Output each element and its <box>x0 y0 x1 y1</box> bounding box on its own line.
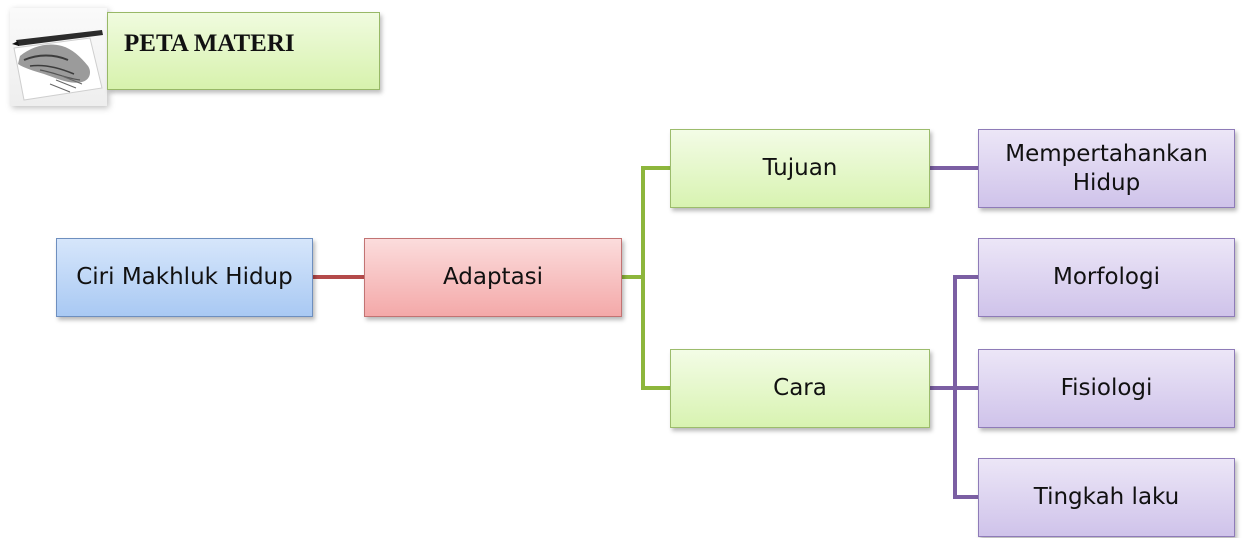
node-label: Adaptasi <box>442 264 544 291</box>
node-label: Tujuan <box>762 155 838 182</box>
node-morfologi: Morfologi <box>978 238 1235 317</box>
node-label: Ciri Makhluk Hidup <box>76 264 293 291</box>
node-label-line-2: Hidup <box>1072 169 1141 196</box>
node-label-line-1: Mempertahankan <box>1005 140 1208 167</box>
node-tingkah-laku: Tingkah laku <box>978 458 1235 537</box>
node-cara: Cara <box>670 349 930 428</box>
node-label: Morfologi <box>1053 264 1160 291</box>
pen-writing-image <box>10 8 107 106</box>
node-label: Tingkah laku <box>1033 484 1180 511</box>
header-title-box: PETA MATERI <box>107 12 380 90</box>
page-title: PETA MATERI <box>124 30 295 57</box>
connector-to-tingkah-laku <box>953 388 978 499</box>
connector-to-morfologi <box>953 275 978 388</box>
node-adaptasi: Adaptasi <box>364 238 622 317</box>
node-fisiologi: Fisiologi <box>978 349 1235 428</box>
hand-writing-with-pen-icon <box>12 30 103 101</box>
connector-to-tujuan <box>641 166 670 277</box>
node-label: Fisiologi <box>1060 375 1153 402</box>
node-ciri-makhluk-hidup: Ciri Makhluk Hidup <box>56 238 313 317</box>
connector-to-cara <box>641 277 670 390</box>
node-mempertahankan-hidup: Mempertahankan Hidup <box>978 129 1235 208</box>
node-label: Cara <box>773 375 827 402</box>
node-tujuan: Tujuan <box>670 129 930 208</box>
